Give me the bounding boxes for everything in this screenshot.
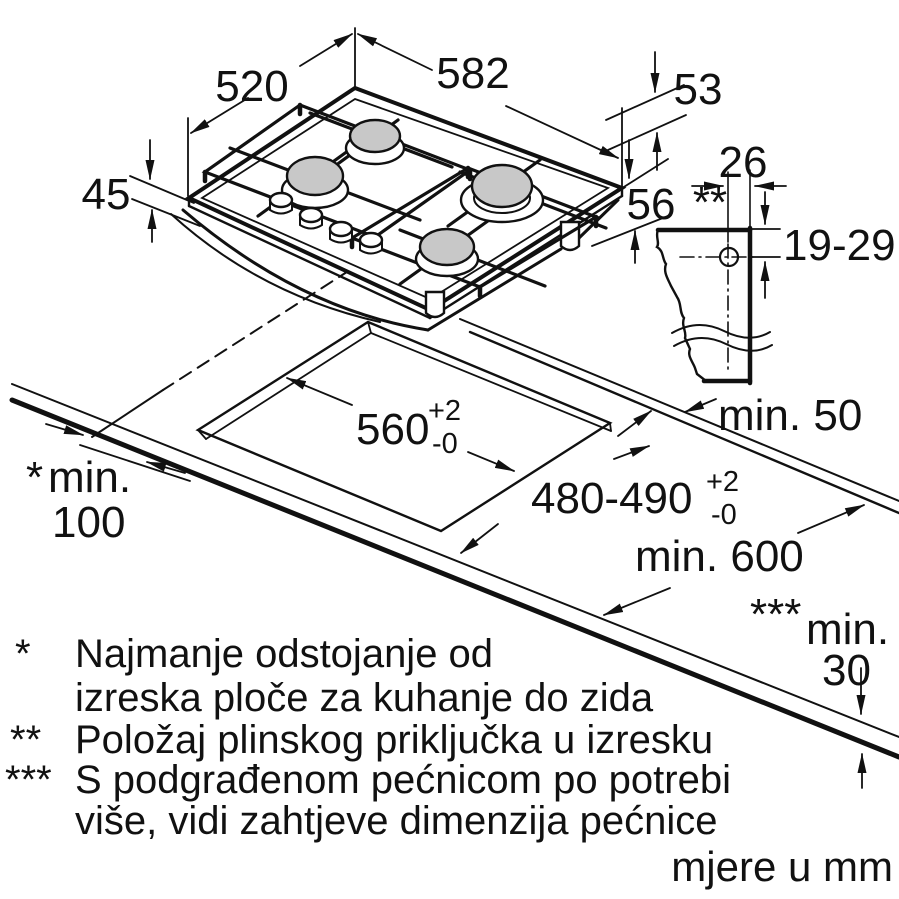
dim-582-label: 582 — [436, 49, 509, 98]
footnote-3-line-2: više, vidi zahtjeve dimenzija pećnice — [75, 799, 718, 843]
control-knobs — [268, 191, 384, 255]
footnote-1-line-1: Najmanje odstojanje od — [75, 632, 493, 676]
hob-body-skirt-outer — [181, 208, 430, 332]
footnotes: * Najmanje odstojanje od izreska ploče z… — [5, 632, 731, 843]
hob-body-bottom-corner — [577, 198, 620, 240]
hob-body-skirt-inner — [170, 213, 381, 323]
side-clearance-marker: * — [26, 453, 43, 502]
dim-min-600-label: min. 600 — [635, 532, 804, 581]
dim-56-label: 56 — [627, 180, 676, 229]
worktop-front-edge-top — [11, 383, 899, 738]
dim-520-label: 520 — [215, 62, 288, 111]
dim-min-label: min. — [48, 453, 131, 502]
footnote-3-line-1: S podgrađenom pećnicom po potrebi — [75, 758, 731, 802]
footnote-3-marker: *** — [5, 758, 52, 802]
dim-53-label: 53 — [674, 65, 723, 114]
burner-back — [344, 118, 406, 166]
wall-line — [459, 318, 899, 502]
dim-480-490-tol-plus: +2 — [706, 466, 739, 498]
side-clearance-extension-line — [79, 444, 191, 482]
worktop-front-edge-bottom — [9, 397, 899, 760]
dim-min-50-label: min. 50 — [718, 391, 862, 440]
dim-19-29-label: 19-29 — [783, 221, 896, 270]
projection-line-solid — [91, 389, 164, 438]
footnote-2-line-1: Položaj plinskog priključka u izresku — [75, 718, 713, 762]
dim-100-label: 100 — [52, 498, 125, 547]
cutout-inner-right-edge — [370, 332, 612, 432]
cutout-outline — [195, 320, 613, 533]
extension-lines — [129, 27, 781, 258]
burner-wok — [459, 163, 545, 224]
burner-front — [414, 227, 480, 278]
worktop-back-edge — [468, 330, 899, 515]
projection-dashed-line — [162, 269, 351, 391]
dim-560-tol-minus: -0 — [432, 428, 458, 460]
gas-conn-ref-marker: ** — [693, 178, 727, 227]
dim-560-label: 560 — [356, 405, 429, 454]
gas-connection-detail — [655, 225, 773, 386]
dimension-lines — [45, 33, 867, 789]
cutout-inner-right-tick — [609, 422, 612, 432]
hob-glass-top — [184, 85, 627, 313]
worktop-drawing — [9, 269, 899, 760]
hob-body-bottom-right — [426, 247, 563, 332]
glass-edge-front-left — [187, 204, 432, 320]
bracket-outline — [655, 228, 752, 383]
dim-480-490-label: 480-490 — [531, 474, 692, 523]
dim-30-label: 30 — [822, 646, 871, 695]
footnote-2-marker: ** — [10, 718, 41, 762]
footnote-1-line-2: izreska ploče za kuhanje do zida — [75, 676, 654, 720]
units-note: mjere u mm — [671, 843, 893, 890]
break-line-upper — [671, 324, 771, 339]
hob-foot-front — [424, 290, 446, 319]
hob-drawing — [170, 85, 627, 332]
cutout-inner-left-edge — [205, 332, 372, 440]
dim-26-label: 26 — [719, 138, 768, 187]
dim-min-30-word: min. — [806, 605, 889, 654]
dim-480-490-tol-minus: -0 — [711, 499, 737, 531]
dim-560-tol-plus: +2 — [428, 395, 461, 427]
dim-45-label: 45 — [82, 170, 131, 219]
footnote-1-marker: * — [15, 632, 31, 676]
break-line-lower — [673, 337, 773, 352]
cutout-inner-left-tick — [197, 429, 207, 440]
worktop-thickness-marker: *** — [750, 590, 801, 639]
cutout-inner-corner — [367, 321, 372, 334]
burner-left — [280, 155, 350, 210]
